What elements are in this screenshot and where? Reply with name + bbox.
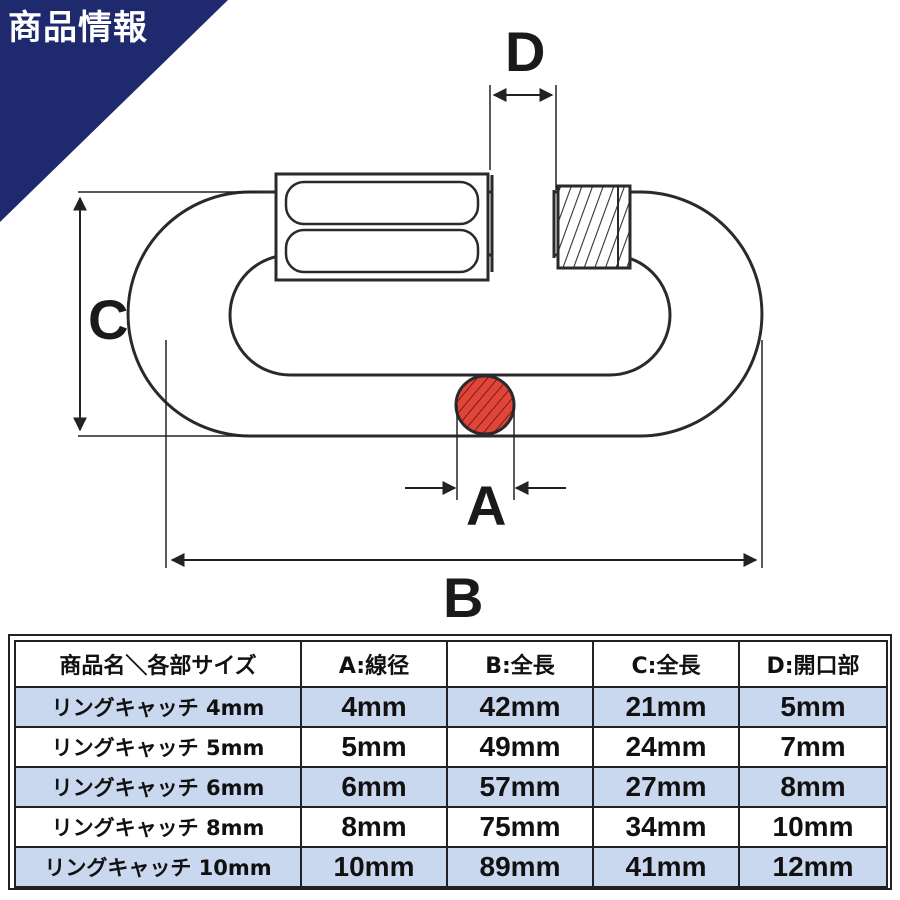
cell-d: 12mm bbox=[738, 846, 888, 888]
header-product-name: 商品名＼各部サイズ bbox=[14, 640, 302, 688]
cell-a: 4mm bbox=[300, 686, 448, 728]
header-d-opening: D:開口部 bbox=[738, 640, 888, 688]
table-row: リングキャッチ 10mm 10mm 89mm 41mm 12mm bbox=[14, 846, 888, 888]
header-b-length: B:全長 bbox=[446, 640, 594, 688]
cell-c: 24mm bbox=[592, 726, 740, 768]
wire-cross-section bbox=[454, 374, 516, 436]
table-row: リングキャッチ 8mm 8mm 75mm 34mm 10mm bbox=[14, 806, 888, 848]
cell-c: 27mm bbox=[592, 766, 740, 808]
cell-b: 89mm bbox=[446, 846, 594, 888]
threaded-end bbox=[556, 184, 632, 270]
label-b: B bbox=[443, 566, 484, 629]
label-c: C bbox=[88, 288, 129, 351]
header-c-length: C:全長 bbox=[592, 640, 740, 688]
cell-product-name: リングキャッチ 6mm bbox=[14, 766, 302, 808]
cell-d: 7mm bbox=[738, 726, 888, 768]
cell-c: 21mm bbox=[592, 686, 740, 728]
spec-table: 商品名＼各部サイズ A:線径 B:全長 C:全長 D:開口部 リングキャッチ 4… bbox=[14, 640, 888, 888]
label-d: D bbox=[505, 20, 546, 83]
cell-a: 6mm bbox=[300, 766, 448, 808]
cell-b: 49mm bbox=[446, 726, 594, 768]
cell-d: 5mm bbox=[738, 686, 888, 728]
spec-table-frame bbox=[8, 634, 892, 890]
cell-b: 42mm bbox=[446, 686, 594, 728]
quick-link-diagram bbox=[73, 85, 764, 568]
table-row: リングキャッチ 6mm 6mm 57mm 27mm 8mm bbox=[14, 766, 888, 808]
cell-c: 41mm bbox=[592, 846, 740, 888]
header-a-wire-diameter: A:線径 bbox=[300, 640, 448, 688]
cell-b: 57mm bbox=[446, 766, 594, 808]
cell-product-name: リングキャッチ 4mm bbox=[14, 686, 302, 728]
table-header-row: 商品名＼各部サイズ A:線径 B:全長 C:全長 D:開口部 bbox=[14, 640, 888, 688]
gap-opening bbox=[492, 170, 554, 270]
table-row: リングキャッチ 4mm 4mm 42mm 21mm 5mm bbox=[14, 686, 888, 728]
banner-title: 商品情報 bbox=[8, 8, 148, 48]
cell-b: 75mm bbox=[446, 806, 594, 848]
cell-product-name: リングキャッチ 5mm bbox=[14, 726, 302, 768]
link-inner-outline bbox=[228, 253, 672, 377]
label-a: A bbox=[466, 474, 507, 537]
cell-product-name: リングキャッチ 10mm bbox=[14, 846, 302, 888]
table-row: リングキャッチ 5mm 5mm 49mm 24mm 7mm bbox=[14, 726, 888, 768]
cell-d: 10mm bbox=[738, 806, 888, 848]
cell-d: 8mm bbox=[738, 766, 888, 808]
cell-product-name: リングキャッチ 8mm bbox=[14, 806, 302, 848]
cell-c: 34mm bbox=[592, 806, 740, 848]
cell-a: 10mm bbox=[300, 846, 448, 888]
cell-a: 5mm bbox=[300, 726, 448, 768]
cell-a: 8mm bbox=[300, 806, 448, 848]
